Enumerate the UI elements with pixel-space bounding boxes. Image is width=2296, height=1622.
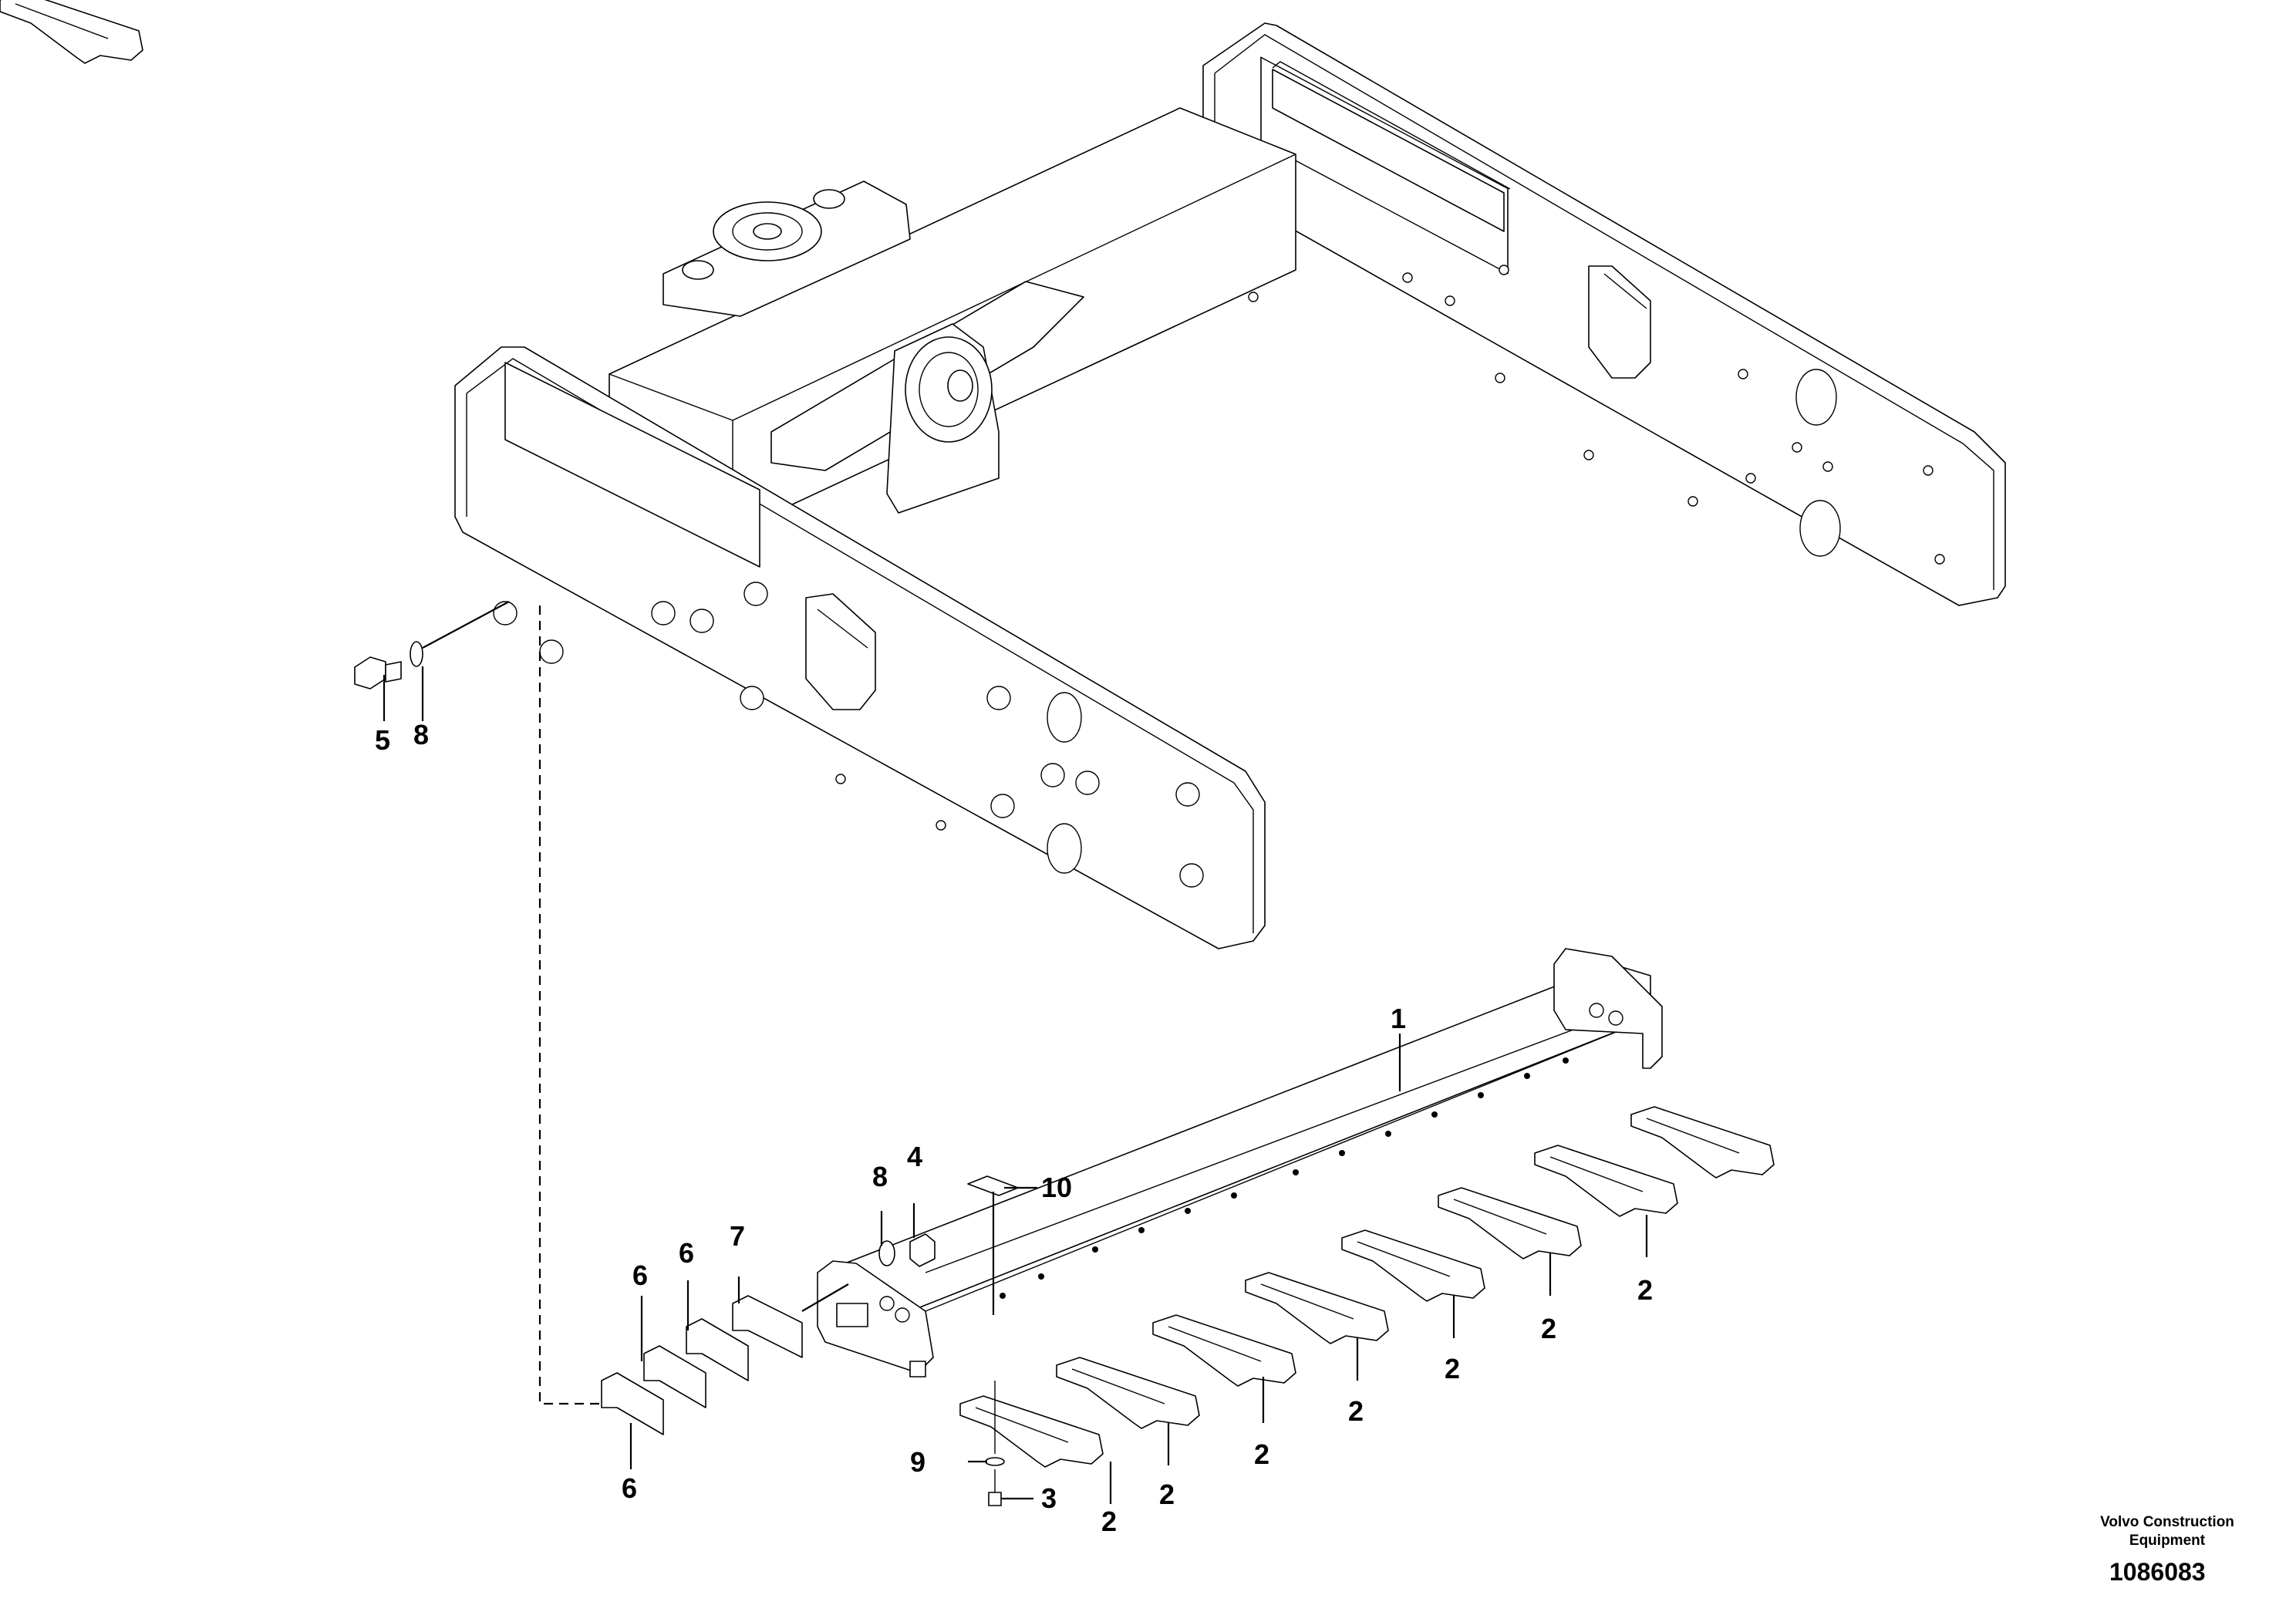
front-side-plate bbox=[454, 346, 1266, 949]
brand-label: Volvo Construction Equipment bbox=[2075, 1513, 2260, 1550]
callout-9: 9 bbox=[910, 1446, 926, 1478]
callout-6-second: 6 bbox=[679, 1237, 695, 1269]
callout-5: 5 bbox=[375, 724, 391, 756]
callout-2-tooth-6: 2 bbox=[1541, 1313, 1557, 1344]
tooth-bar-assembly bbox=[817, 948, 1663, 1378]
callout-6-third: 6 bbox=[622, 1472, 638, 1504]
callout-8-washer: 8 bbox=[872, 1161, 888, 1192]
screw-3-washer-9 bbox=[985, 1381, 1005, 1506]
brand-line-1: Volvo Construction bbox=[2100, 1514, 2234, 1530]
callout-6-first: 6 bbox=[632, 1259, 649, 1291]
callout-2-tooth-4: 2 bbox=[1348, 1395, 1364, 1427]
leader-lines bbox=[383, 666, 1648, 1504]
assembly-dashed-line bbox=[538, 605, 602, 1405]
washer-8-nut-4 bbox=[878, 1233, 936, 1267]
callout-2-tooth-7: 2 bbox=[1637, 1274, 1654, 1306]
shims bbox=[601, 1283, 849, 1435]
center-bracket bbox=[770, 281, 1084, 514]
callout-7: 7 bbox=[730, 1220, 746, 1252]
callout-2-tooth-2: 2 bbox=[1159, 1479, 1175, 1510]
bolt-5-washer-8 bbox=[354, 601, 510, 690]
callout-3: 3 bbox=[1041, 1482, 1057, 1514]
callout-10: 10 bbox=[1041, 1172, 1073, 1203]
drawing-number: 1086083 bbox=[2109, 1558, 2206, 1586]
brand-line-2: Equipment bbox=[2129, 1532, 2206, 1549]
callout-2-tooth-5: 2 bbox=[1445, 1353, 1461, 1384]
callout-4: 4 bbox=[907, 1141, 923, 1172]
callout-2-tooth-1: 2 bbox=[1101, 1506, 1118, 1537]
callout-1: 1 bbox=[1391, 1003, 1407, 1034]
callout-2-tooth-3: 2 bbox=[1254, 1438, 1270, 1470]
callout-8-bolt-washer: 8 bbox=[413, 719, 430, 750]
pivot-housing bbox=[663, 180, 911, 317]
rear-side-plate bbox=[1202, 22, 2006, 606]
bucket-teeth bbox=[0, 0, 1775, 1468]
